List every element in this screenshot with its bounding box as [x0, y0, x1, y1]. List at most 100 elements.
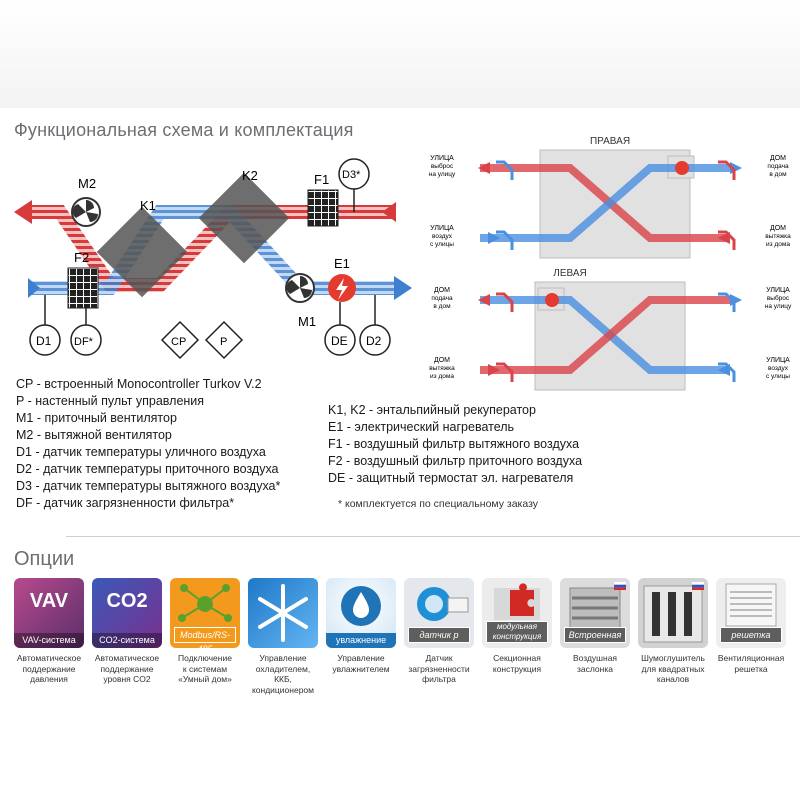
legend-item: F2 - воздушный фильтр приточного воздуха — [328, 454, 583, 468]
label-e1: E1 — [334, 256, 350, 271]
svg-text:УЛИЦА: УЛИЦА — [766, 287, 790, 294]
footnote: * комплектуется по специальному заказу — [338, 498, 539, 510]
variant-right-title: ПРАВАЯ — [590, 136, 630, 147]
top-band — [0, 0, 800, 108]
water-drop-icon — [341, 586, 381, 626]
legend-item: M1 - приточный вентилятор — [16, 411, 177, 425]
legend-item: DF - датчик загрязненности фильтра* — [16, 496, 235, 510]
label-df: DF* — [74, 336, 94, 348]
svg-text:воздух: воздух — [768, 365, 789, 372]
svg-text:выброс: выброс — [431, 162, 454, 170]
sensor-d1 — [29, 324, 61, 356]
svg-text:ДОМ: ДОМ — [434, 287, 450, 294]
legend-item: P - настенный пульт управления — [16, 394, 205, 408]
legend-item: M2 - вытяжной вентилятор — [16, 428, 172, 442]
legend-left: CP - встроенный Monocontroller Turkov V.… — [16, 376, 280, 512]
modbus-band: Modbus/RS-485 — [174, 627, 236, 648]
recuperator-k2 — [198, 172, 290, 264]
variant-left-title: ЛЕВАЯ — [553, 268, 586, 279]
grille-tile: решетка — [716, 578, 786, 648]
gauge-icon — [417, 587, 469, 621]
sensor-df — [70, 324, 102, 356]
network-icon — [178, 584, 232, 622]
co2-tile: CO2 CO2-система — [92, 578, 162, 648]
co2-band: CO2-система — [92, 633, 162, 648]
sensor-d2 — [359, 324, 391, 356]
variant-diagrams: ПРАВАЯ УЛИЦА выброс на улицу УЛИЦА возду… — [429, 136, 792, 391]
svg-text:с улицы: с улицы — [430, 241, 454, 248]
grille-icon — [725, 583, 777, 627]
svg-text:в дом: в дом — [433, 303, 451, 310]
legend-right: K1, K2 - энтальпийный рекуператор E1 - э… — [328, 402, 582, 487]
svg-text:вытяжка: вытяжка — [429, 365, 455, 372]
puzzle-icon — [494, 583, 540, 620]
label-p: P — [220, 336, 227, 348]
label-cp: CP — [171, 336, 186, 348]
variant-right-heater-icon — [675, 161, 689, 175]
vav-band: VAV-система — [14, 633, 84, 648]
filter-f2-icon — [67, 267, 99, 309]
label-k2: K2 — [242, 168, 258, 183]
divider — [66, 536, 800, 537]
humidifier-band: увлажнение — [326, 633, 396, 648]
label-d1: D1 — [36, 334, 52, 348]
legend-item: K1, K2 - энтальпийный рекуператор — [328, 403, 536, 417]
svg-text:в дом: в дом — [769, 171, 787, 178]
label-d3: D3* — [342, 169, 361, 181]
snowflake-icon — [258, 584, 308, 642]
legend-item: CP - встроенный Monocontroller Turkov V.… — [16, 377, 262, 391]
silencer-tile — [638, 578, 708, 648]
recuperator-k1 — [96, 206, 188, 298]
sensor-de — [324, 324, 356, 356]
humidifier-tile: увлажнение — [326, 578, 396, 648]
svg-text:ДОМ: ДОМ — [770, 155, 786, 162]
supply-out-arrow — [394, 276, 412, 300]
panel-p — [204, 320, 244, 360]
variant-left-heater-icon — [545, 293, 559, 307]
vav-tile: VAV VAV-система — [14, 578, 84, 648]
legend-item: D1 - датчик температуры уличного воздуха — [16, 445, 266, 459]
label-f2: F2 — [74, 250, 89, 265]
svg-text:УЛИЦА: УЛИЦА — [430, 225, 454, 232]
svg-text:подача: подача — [767, 163, 789, 170]
vav-text: VAV — [29, 590, 69, 612]
exhaust-in-arrow — [382, 202, 396, 222]
functional-diagram: K1 K2 M2 F1 D3* F2 M1 E1 D1 DF* CP P DE … — [14, 158, 412, 360]
svg-text:воздух: воздух — [432, 233, 453, 240]
controller-cp — [160, 320, 200, 360]
section-title-options: Опции — [14, 548, 75, 570]
modular-tile: модульная конструкция — [482, 578, 552, 648]
modular-band: модульная конструкция — [486, 621, 548, 643]
label-m1: M1 — [298, 314, 316, 329]
silencer-icon — [643, 582, 704, 643]
svg-text:УЛИЦА: УЛИЦА — [766, 357, 790, 364]
svg-text:из дома: из дома — [430, 373, 454, 380]
damper-icon — [569, 582, 626, 629]
label-k1: K1 — [140, 198, 156, 213]
legend-item: DE - защитный термостат эл. нагревателя — [328, 471, 574, 485]
svg-text:с улицы: с улицы — [766, 373, 790, 380]
filter-f1-icon — [307, 189, 339, 227]
legend-item: D2 - датчик температуры приточного возду… — [16, 462, 279, 476]
label-f1: F1 — [314, 172, 329, 187]
legend-item: E1 - электрический нагреватель — [328, 420, 515, 434]
grille-band: решетка — [720, 627, 782, 643]
svg-text:УЛИЦА: УЛИЦА — [430, 155, 454, 162]
